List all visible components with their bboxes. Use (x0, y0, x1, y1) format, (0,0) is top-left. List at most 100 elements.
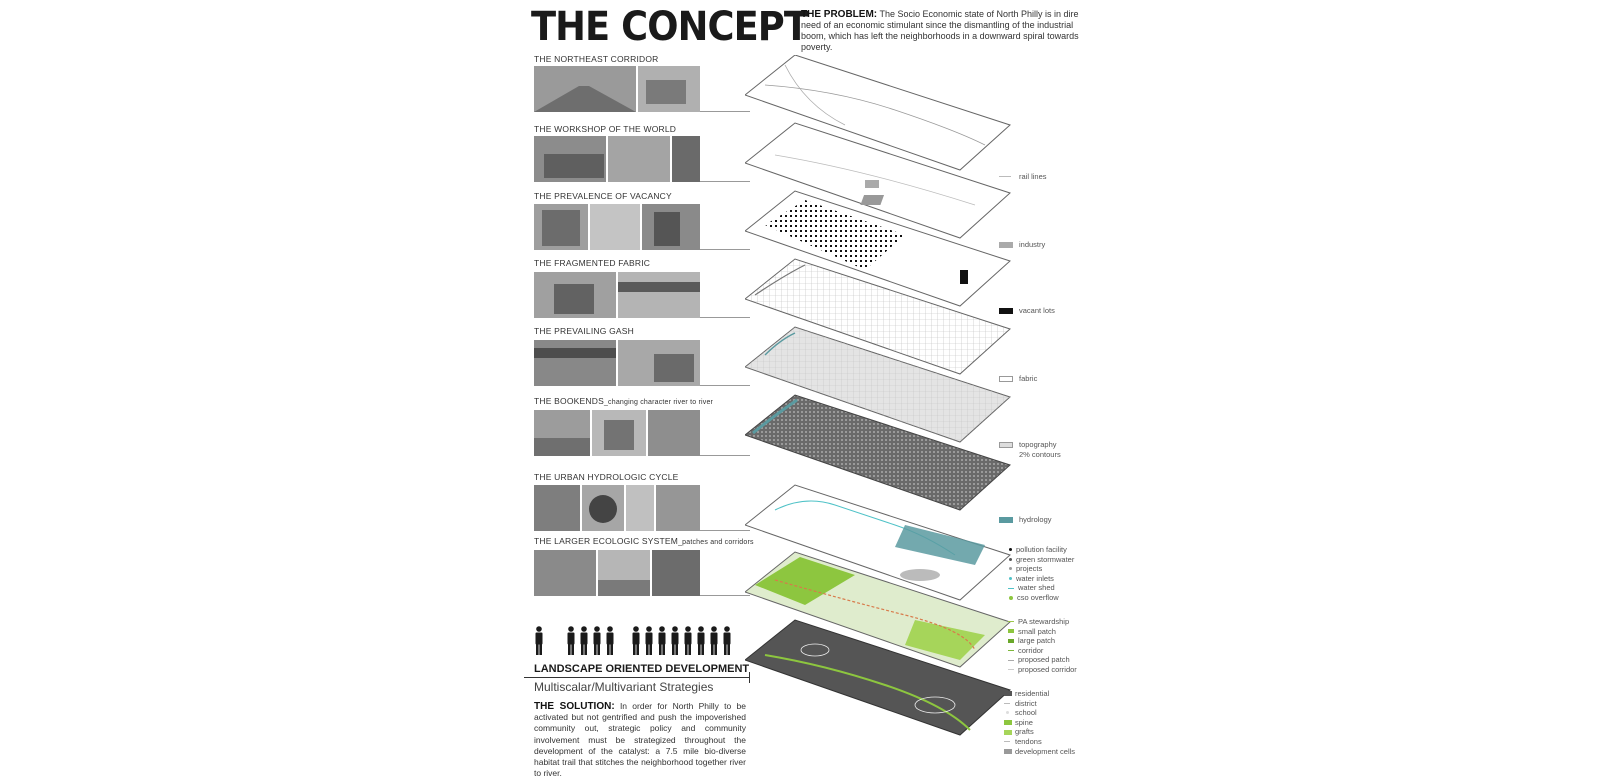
legend-entry-label: water shed (1018, 583, 1055, 593)
connector-line (700, 249, 750, 250)
solution-statement: THE SOLUTION: In order for North Philly … (534, 701, 746, 779)
legend-rail-label: rail lines (1019, 172, 1047, 181)
legend-entry: cso overflow (1004, 593, 1074, 603)
legend-entry: water inlets (1004, 574, 1074, 584)
strategies-subtitle: Multiscalar/Multivariant Strategies (534, 680, 714, 694)
legend-entry-label: proposed corridor (1018, 664, 1077, 674)
legend-entry: residential (1004, 689, 1075, 699)
legend-entry: green stormwater (1004, 555, 1074, 565)
legend-topography: topography 2% contours (999, 440, 1061, 460)
legend-entry-label: proposed patch (1018, 655, 1070, 665)
legend-entry: spine (1004, 718, 1075, 728)
legend-hydrology-swatch (999, 516, 1013, 523)
legend-rail-swatch (999, 176, 1011, 177)
legend-entry: corridor (1004, 646, 1077, 656)
people-icons (535, 626, 731, 655)
legend-entry: district (1004, 699, 1075, 709)
map-layer-stack (745, 55, 1011, 736)
legend-vacant: vacant lots (999, 306, 1055, 315)
connector-line (700, 385, 750, 386)
legend-entry-label: residential (1015, 689, 1050, 698)
legend-industry-label: industry (1019, 240, 1046, 249)
photo-strip-northeast (534, 66, 700, 112)
problem-text: The Socio Economic state of North Philly… (801, 9, 1079, 52)
photo-strip-fabric (534, 272, 700, 318)
section-label-workshop: THE WORKSHOP OF THE WORLD (534, 124, 677, 134)
legend-entry-label: green stormwater (1016, 554, 1075, 564)
legend-vacant-label: vacant lots (1019, 306, 1055, 315)
legend-rail: rail lines (999, 172, 1047, 181)
legend-entry-label: pollution facility (1016, 545, 1067, 554)
divider (524, 677, 750, 678)
person-icon (567, 626, 575, 655)
legend-entry: small patch (1004, 627, 1077, 637)
section-label-northeast-corridor: THE NORTHEAST CORRIDOR (534, 54, 659, 64)
person-icon (632, 626, 640, 655)
legend-entry: grafts (1004, 727, 1075, 737)
section-label-bookends-sub: _changing character river to river (603, 399, 714, 406)
legend-industry: industry (999, 240, 1045, 249)
page-title: THE CONCEPT (531, 4, 809, 50)
photo-strip-workshop (534, 136, 700, 182)
legend-entry: PA stewardship (1004, 617, 1077, 627)
connector-line (700, 530, 750, 531)
photo-strip-vacancy (534, 204, 700, 250)
legend-topography-swatch (999, 442, 1013, 448)
section-label-ecologic-sub: _patches and corridors (678, 539, 754, 546)
legend-entry-label: large patch (1018, 636, 1056, 646)
legend-contours-label: 2% contours (1019, 450, 1061, 459)
legend-fabric: fabric (999, 374, 1037, 383)
connector-line (700, 455, 750, 456)
legend-entry: proposed corridor (1004, 665, 1077, 675)
lod-heading: LANDSCAPE ORIENTED DEVELOPMENT (534, 663, 750, 675)
section-label-bookends: THE BOOKENDS_changing character river to… (534, 396, 713, 406)
person-icon (606, 626, 614, 655)
section-label-ecologic: THE LARGER ECOLOGIC SYSTEM_patches and c… (534, 536, 754, 546)
section-label-hydrologic: THE URBAN HYDROLOGIC CYCLE (534, 472, 679, 482)
legend-entry: pollution facility (1004, 545, 1074, 555)
legend-entry-label: water inlets (1016, 573, 1054, 583)
problem-label: THE PROBLEM: (801, 9, 878, 20)
person-icon (645, 626, 653, 655)
map-layer-vacant (745, 190, 1011, 307)
problem-statement: THE PROBLEM: The Socio Economic state of… (801, 9, 1091, 53)
map-layer-ecologic (745, 551, 1011, 668)
section-label-fabric: THE FRAGMENTED FABRIC (534, 258, 651, 268)
person-icon (697, 626, 705, 655)
person-icon (593, 626, 601, 655)
person-icon (658, 626, 666, 655)
person-icon (535, 626, 543, 655)
legend-entry: water shed (1004, 583, 1074, 593)
person-icon (580, 626, 588, 655)
legend-topography-label: topography (1019, 440, 1057, 449)
solution-label: THE SOLUTION: (534, 701, 615, 712)
connector-line (700, 317, 750, 318)
legend-entry: development cells (1004, 747, 1075, 757)
legend-entry-label: grafts (1015, 727, 1034, 737)
legend-entry: projects (1004, 564, 1074, 574)
section-label-gash: THE PREVAILING GASH (534, 326, 634, 336)
person-icon (684, 626, 692, 655)
section-label-ecologic-main: THE LARGER ECOLOGIC SYSTEM (534, 536, 679, 546)
connector-line (700, 181, 750, 182)
map-layer-topography (745, 326, 1011, 443)
legend-entry: tendons (1004, 737, 1075, 747)
legend-entry-label: projects (1016, 564, 1043, 574)
map-layer-aerial (745, 394, 1011, 511)
legend-entry-label: spine (1015, 717, 1033, 727)
map-layer-rail (745, 55, 1011, 171)
legend-entry-label: cso overflow (1017, 592, 1059, 602)
legend-fabric-swatch (999, 375, 1013, 382)
photo-strip-bookends (534, 410, 700, 456)
map-layer-industry (745, 122, 1011, 239)
legend-entry-label: school (1015, 708, 1037, 718)
section-label-bookends-main: THE BOOKENDS (534, 396, 604, 406)
photo-strip-ecologic (534, 550, 700, 596)
person-icon (671, 626, 679, 655)
legend-entry-label: development cells (1015, 746, 1076, 756)
legend-fabric-label: fabric (1019, 374, 1038, 383)
connector-line (700, 595, 750, 596)
legend-vacant-swatch (999, 307, 1013, 314)
section-label-vacancy: THE PREVALENCE OF VACANCY (534, 191, 672, 201)
legend-hydrology: hydrology (999, 515, 1052, 524)
